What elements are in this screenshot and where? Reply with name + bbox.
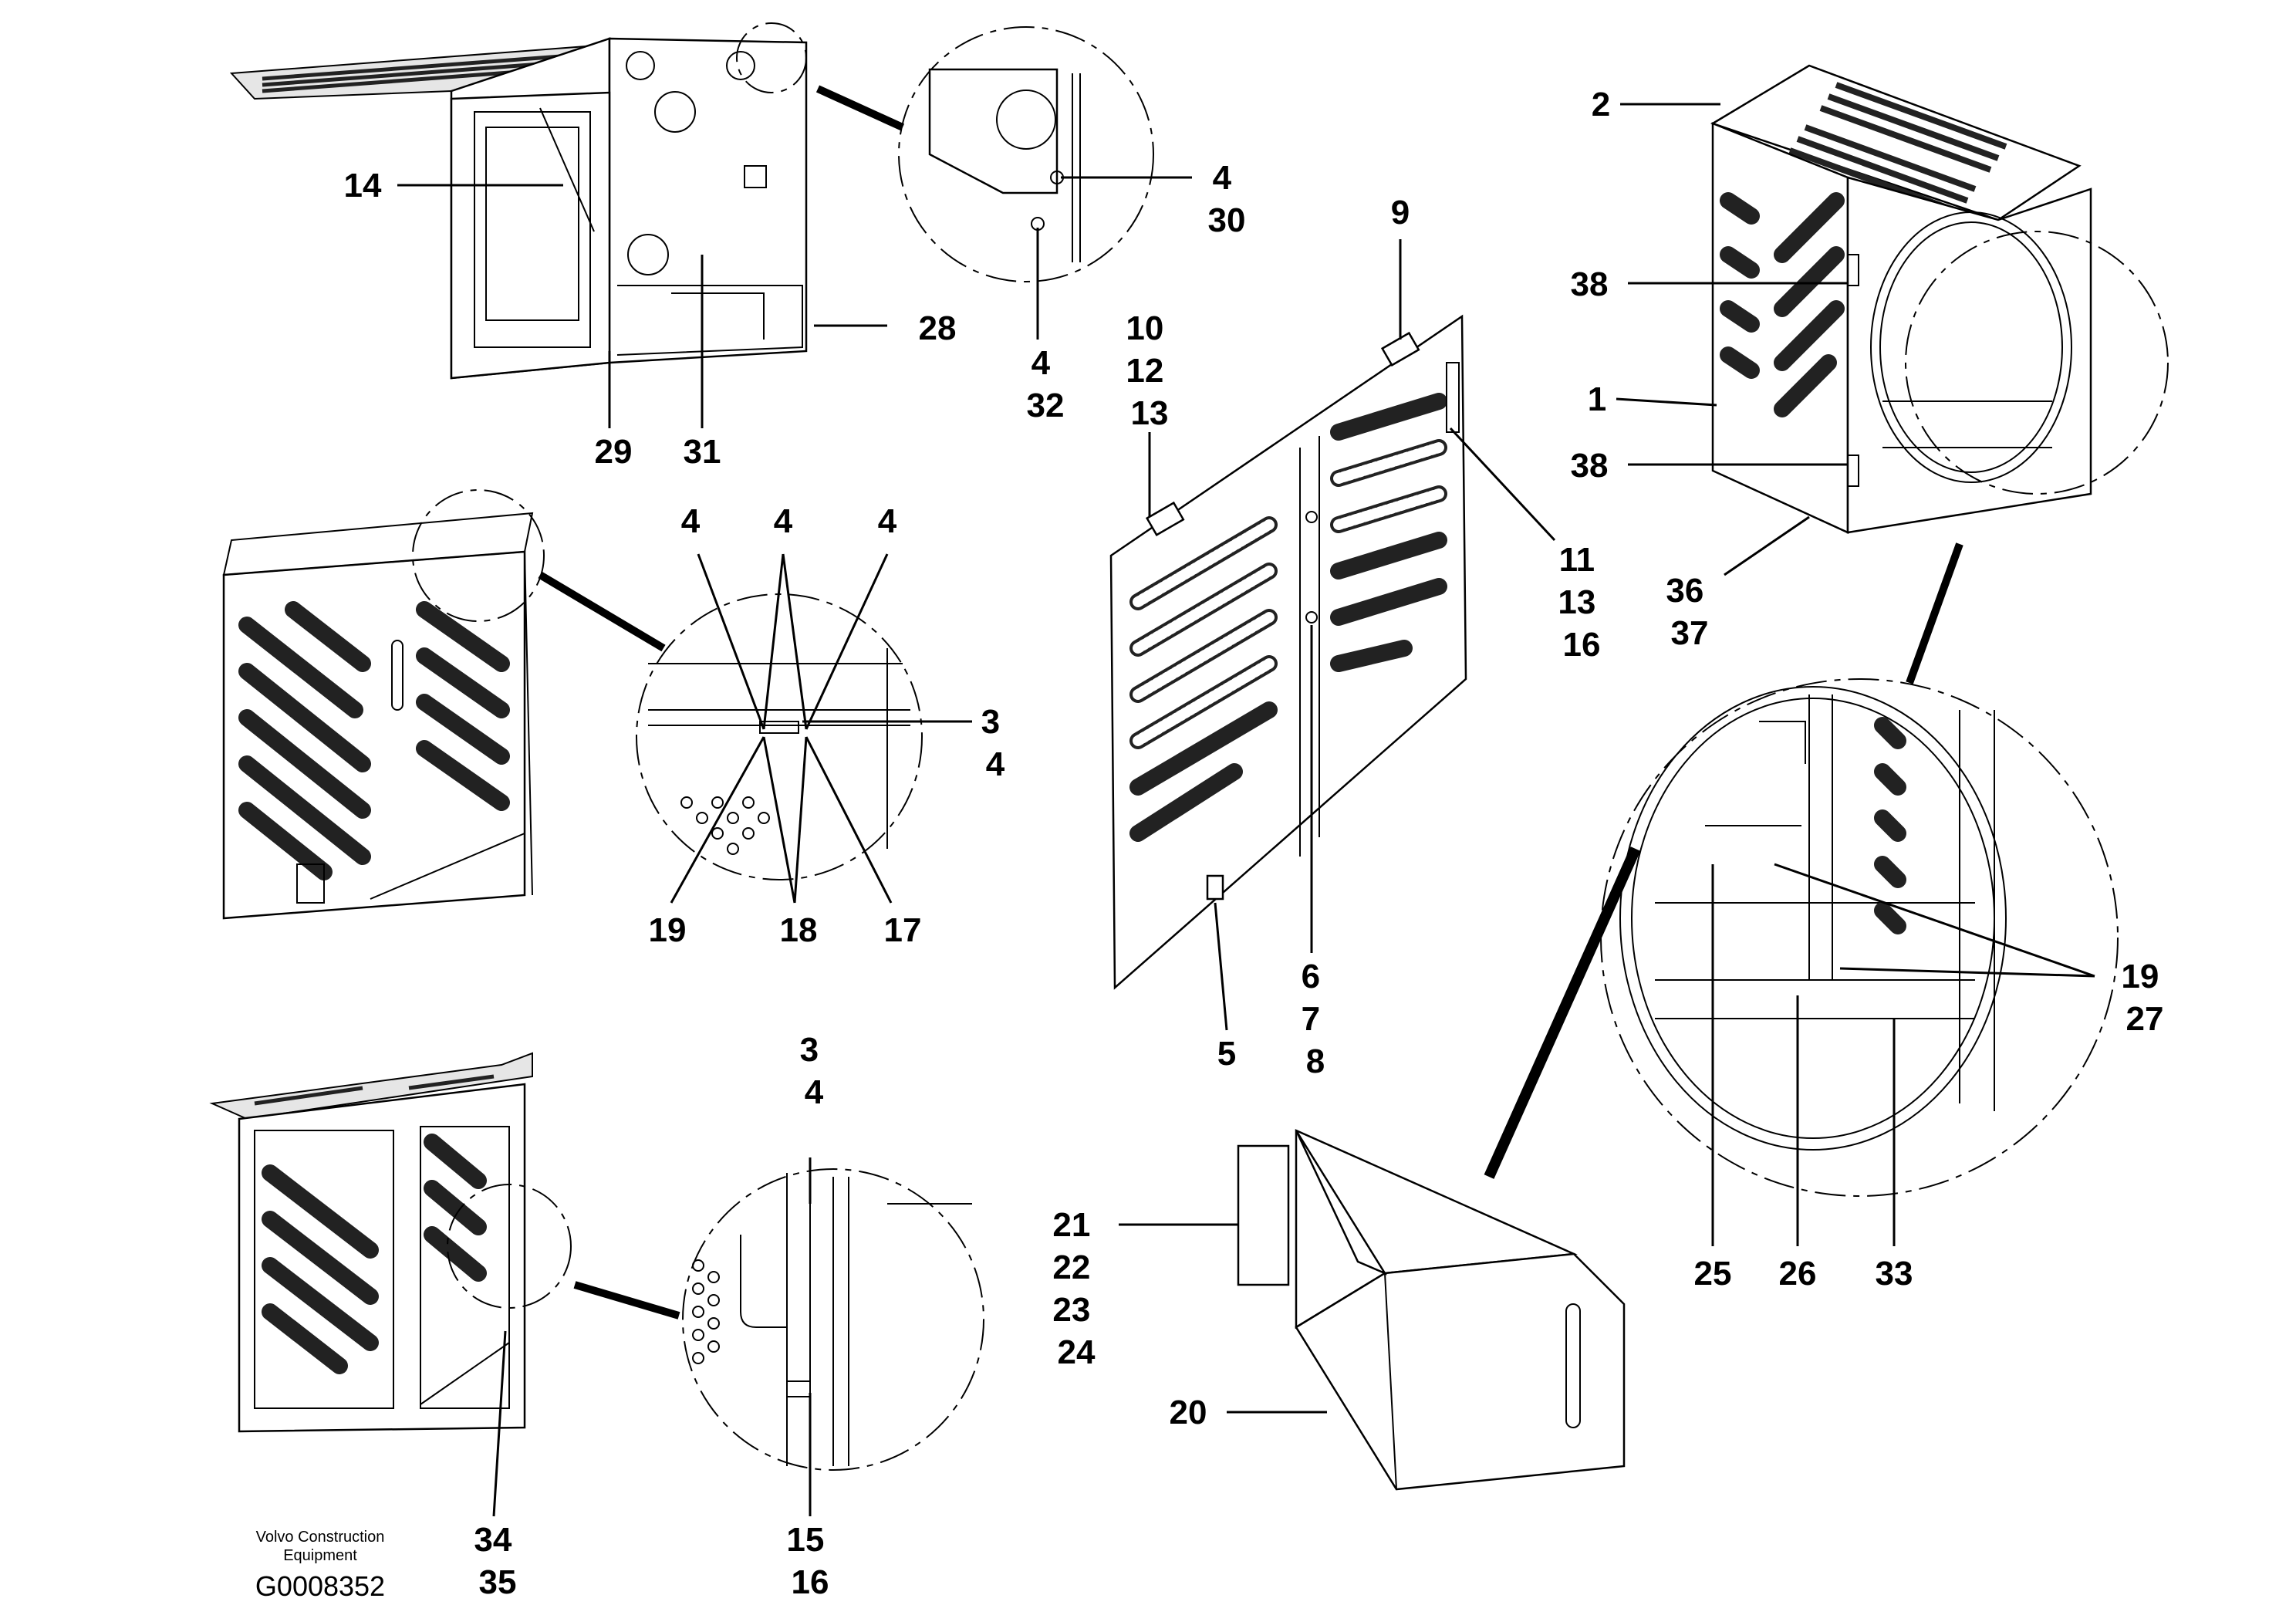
leader-11-13-16 [1449,427,1556,542]
view-open-enclosure [229,22,808,380]
callout-20: 20 [1170,1394,1207,1431]
zoom-pointer-b [538,571,666,652]
callout-2: 2 [1592,86,1610,123]
detail-circle-b [636,593,923,880]
callout-19-b: 19 [649,911,687,949]
credit-line-1: Volvo Construction [256,1529,385,1546]
callout-4-right: 4 [878,502,897,540]
callout-6-7-8: 6 7 8 [1302,958,1330,1080]
view-door-panel [1109,314,1467,990]
callout-5: 5 [1217,1035,1236,1073]
view-isometric-enclosure [1710,64,2169,534]
callout-28: 28 [919,309,957,347]
callout-18: 18 [780,911,818,949]
zoom-pointer-c [573,1281,680,1320]
callout-17: 17 [884,911,922,949]
detail-circle-c [682,1168,984,1471]
callout-4-30: 4 30 [1208,159,1246,239]
zoom-pointer-a [815,85,905,131]
view-shroud [1237,1129,1626,1491]
callouts: 14 4 30 28 4 32 29 31 2 38 1 38 36 37 9 … [344,86,2168,1601]
callout-14: 14 [344,167,382,204]
zoom-pointer-e [1906,542,1963,684]
callout-31: 31 [684,433,721,471]
credit-line-2: Equipment [283,1547,357,1564]
document-id: G0008352 [255,1570,385,1602]
detail-circle-a [898,26,1154,282]
leader-34-35 [492,1330,507,1517]
view-side-panel [222,489,545,920]
callout-4-32: 4 32 [1027,344,1065,424]
callout-1: 1 [1588,380,1606,418]
callout-10-12-13: 10 12 13 [1126,309,1173,432]
callout-4-center: 4 [774,502,793,540]
callout-4-left: 4 [681,502,701,540]
callout-29: 29 [595,433,633,471]
callout-3-4-c: 3 4 [800,1031,829,1111]
callout-38-top: 38 [1571,265,1609,303]
callout-3-4-b: 3 4 [981,703,1010,783]
callout-11-13-16: 11 13 16 [1558,541,1605,664]
callout-9: 9 [1391,194,1410,231]
callout-38-bottom: 38 [1571,447,1609,485]
leader-5 [1214,902,1228,1031]
callout-15-16: 15 16 [786,1521,833,1601]
callout-36-37: 36 37 [1666,572,1713,652]
leaders-group-b [670,553,972,904]
detail-circle-e [1600,678,2119,1197]
leader-36-37 [1724,515,1810,576]
view-front-enclosure [209,1052,572,1433]
callout-34-35: 34 35 [474,1521,521,1601]
leader-1 [1616,397,1717,407]
callout-21-24: 21 22 23 24 [1052,1206,1099,1371]
leaders-group-e [1711,863,2095,1246]
zoom-pointer-e2 [1484,846,1641,1179]
callout-33: 33 [1876,1255,1913,1293]
callout-19-27: 19 27 [2121,958,2168,1038]
credit-block: Volvo Construction Equipment G0008352 [255,1529,385,1602]
callout-25: 25 [1694,1255,1732,1293]
callout-26: 26 [1779,1255,1817,1293]
